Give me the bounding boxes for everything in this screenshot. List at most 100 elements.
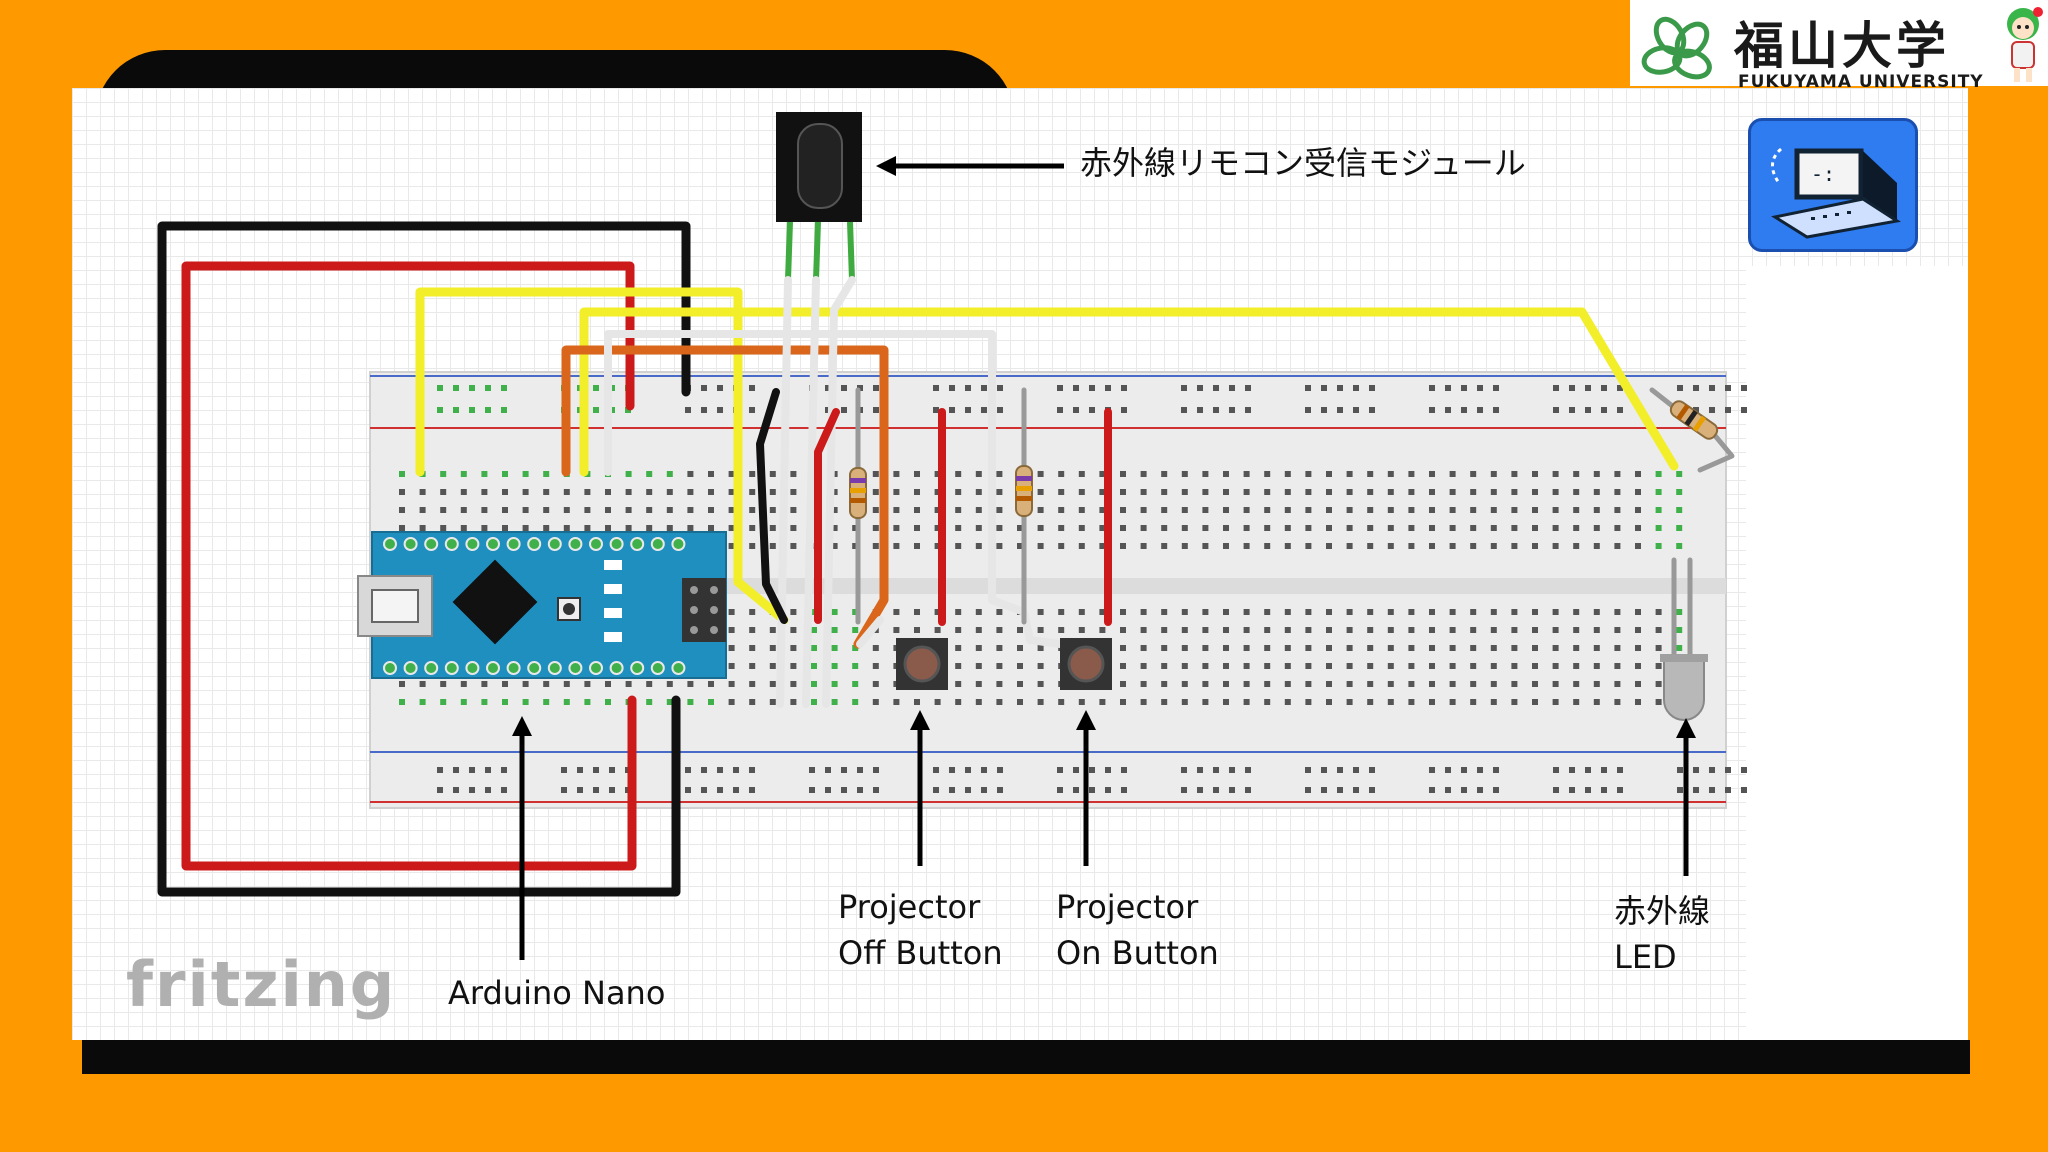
breadboard-hole: [1408, 627, 1415, 633]
breadboard-hole: [502, 699, 508, 705]
breadboard-hole: [1614, 609, 1621, 615]
breadboard-hole: [1078, 525, 1085, 531]
breadboard-hole: [1569, 407, 1575, 413]
breadboard-hole: [543, 681, 550, 687]
breadboard-hole: [1532, 507, 1538, 513]
breadboard-hole: [543, 507, 550, 513]
breadboard-hole: [501, 407, 507, 413]
breadboard-hole: [1326, 525, 1332, 531]
breadboard-hole: [501, 787, 507, 793]
arduino-pin: [444, 661, 459, 675]
breadboard-hole: [1676, 525, 1683, 531]
breadboard-hole: [625, 471, 632, 477]
breadboard-hole: [1017, 645, 1023, 651]
breadboard-hole: [1741, 767, 1747, 773]
breadboard-hole: [893, 471, 900, 477]
arduino-pin: [568, 661, 583, 675]
breadboard-hole: [975, 627, 982, 633]
breadboard-hole: [1284, 627, 1291, 633]
breadboard-hole: [1676, 543, 1683, 549]
breadboard-hole: [1337, 407, 1343, 413]
breadboard-hole: [1305, 627, 1312, 633]
breadboard-hole: [1017, 627, 1023, 633]
breadboard-hole: [997, 385, 1003, 391]
breadboard-hole: [1058, 525, 1065, 531]
breadboard-hole: [1369, 787, 1375, 793]
breadboard-hole: [749, 407, 755, 413]
breadboard-hole: [1490, 609, 1497, 615]
breadboard-hole: [625, 681, 632, 687]
computer-icon: -:: [1748, 118, 1918, 252]
breadboard-hole: [1202, 627, 1209, 633]
breadboard-hole: [1105, 787, 1111, 793]
breadboard-hole: [1593, 507, 1600, 513]
breadboard-hole: [852, 663, 859, 669]
arduino-pin: [547, 661, 562, 675]
breadboard-hole: [1693, 385, 1699, 391]
breadboard-hole: [1161, 645, 1168, 651]
breadboard-hole: [769, 699, 776, 705]
breadboard-hole: [1202, 609, 1209, 615]
breadboard-hole: [1655, 699, 1662, 705]
breadboard-hole: [1223, 543, 1229, 549]
breadboard-hole: [502, 681, 508, 687]
breadboard-hole: [1305, 767, 1311, 773]
breadboard-hole: [1181, 543, 1188, 549]
breadboard-hole: [1264, 699, 1271, 705]
breadboard-hole: [1429, 767, 1435, 773]
breadboard-hole: [1245, 407, 1251, 413]
breadboard-hole: [440, 699, 447, 705]
breadboard-hole: [934, 507, 941, 513]
breadboard-hole: [1120, 471, 1126, 477]
breadboard-hole: [1346, 627, 1353, 633]
resistor-1: [849, 467, 867, 519]
breadboard-hole: [1229, 787, 1235, 793]
breadboard-hole: [1573, 489, 1580, 495]
breadboard-hole: [701, 787, 707, 793]
breadboard-hole: [1593, 681, 1600, 687]
breadboard-hole: [1614, 471, 1621, 477]
breadboard-hole: [769, 507, 776, 513]
breadboard-hole: [749, 471, 756, 477]
breadboard-hole: [1202, 507, 1209, 513]
breadboard-hole: [1229, 407, 1235, 413]
breadboard-hole: [485, 767, 491, 773]
breadboard-hole: [453, 787, 459, 793]
breadboard-hole: [831, 663, 838, 669]
breadboard-hole: [1337, 767, 1343, 773]
breadboard-hole: [933, 407, 939, 413]
breadboard-hole: [437, 385, 443, 391]
breadboard-hole: [831, 699, 838, 705]
breadboard-hole: [872, 471, 879, 477]
breadboard-hole: [1449, 609, 1456, 615]
breadboard-hole: [1161, 627, 1168, 633]
breadboard-hole: [749, 385, 755, 391]
breadboard-hole: [1245, 385, 1251, 391]
breadboard-hole: [1449, 489, 1456, 495]
breadboard-hole: [1725, 407, 1731, 413]
breadboard-hole: [1470, 609, 1477, 615]
breadboard-hole: [1202, 663, 1209, 669]
breadboard-hole: [1161, 525, 1168, 531]
arduino-pin: [630, 537, 645, 551]
breadboard-hole: [1099, 525, 1106, 531]
breadboard-hole: [1346, 507, 1353, 513]
breadboard-hole: [1229, 385, 1235, 391]
breadboard-hole: [1552, 525, 1559, 531]
ir-receiver-module: [776, 112, 862, 281]
breadboard-hole: [1353, 767, 1359, 773]
breadboard-hole: [481, 489, 488, 495]
breadboard-hole: [1617, 385, 1623, 391]
breadboard-hole: [1601, 787, 1607, 793]
breadboard-hole: [1037, 663, 1044, 669]
breadboard-hole: [1477, 787, 1483, 793]
breadboard-hole: [666, 681, 673, 687]
breadboard-hole: [1569, 385, 1575, 391]
breadboard-hole: [460, 507, 467, 513]
breadboard-hole: [1305, 645, 1312, 651]
breadboard-hole: [1569, 767, 1575, 773]
breadboard-hole: [1532, 609, 1538, 615]
breadboard-hole: [1387, 543, 1394, 549]
breadboard-hole: [1121, 767, 1127, 773]
breadboard-hole: [1099, 699, 1106, 705]
